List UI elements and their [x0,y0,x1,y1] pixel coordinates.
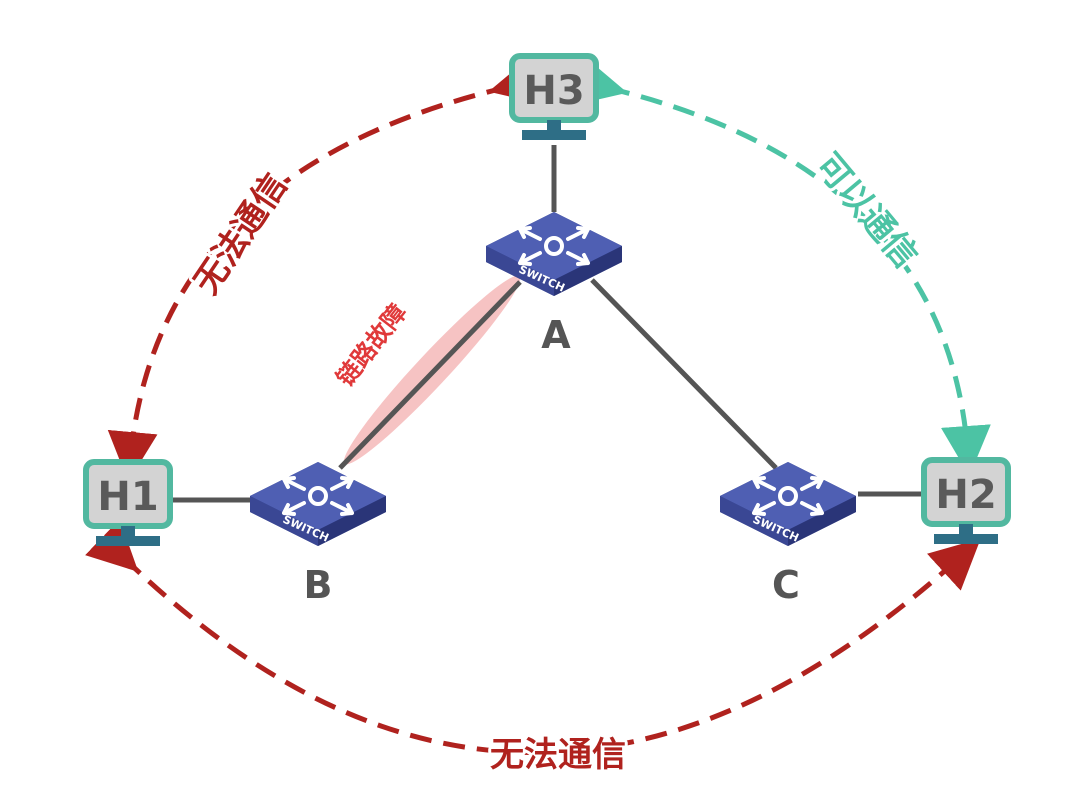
switch-c-label: C [772,563,800,607]
arrow-h1-h2 [85,519,981,755]
annotation-link-fault: 链路故障 [331,299,412,392]
arrow-h1-h3 [107,55,543,482]
arrow-h3-h2 [572,56,991,476]
host-h2: H2 [921,457,1011,544]
host-h2-label: H2 [935,472,996,518]
switch-b-label: B [304,563,333,607]
host-h3-label: H3 [523,68,584,114]
switch-c: SWITCH [718,460,858,548]
annotation-h1-h2: 无法通信 [490,735,626,775]
host-h1: H1 [83,459,173,546]
link-a-b [338,280,522,470]
switch-b: SWITCH [248,460,388,548]
annotation-h1-h3: 无法通信 [186,166,295,301]
link-a-c [590,278,778,470]
annotation-h3-h2: 可以通信 [807,146,925,276]
host-h1-label: H1 [97,474,158,520]
switch-a-label: A [541,313,571,357]
host-h3: H3 [509,53,599,140]
